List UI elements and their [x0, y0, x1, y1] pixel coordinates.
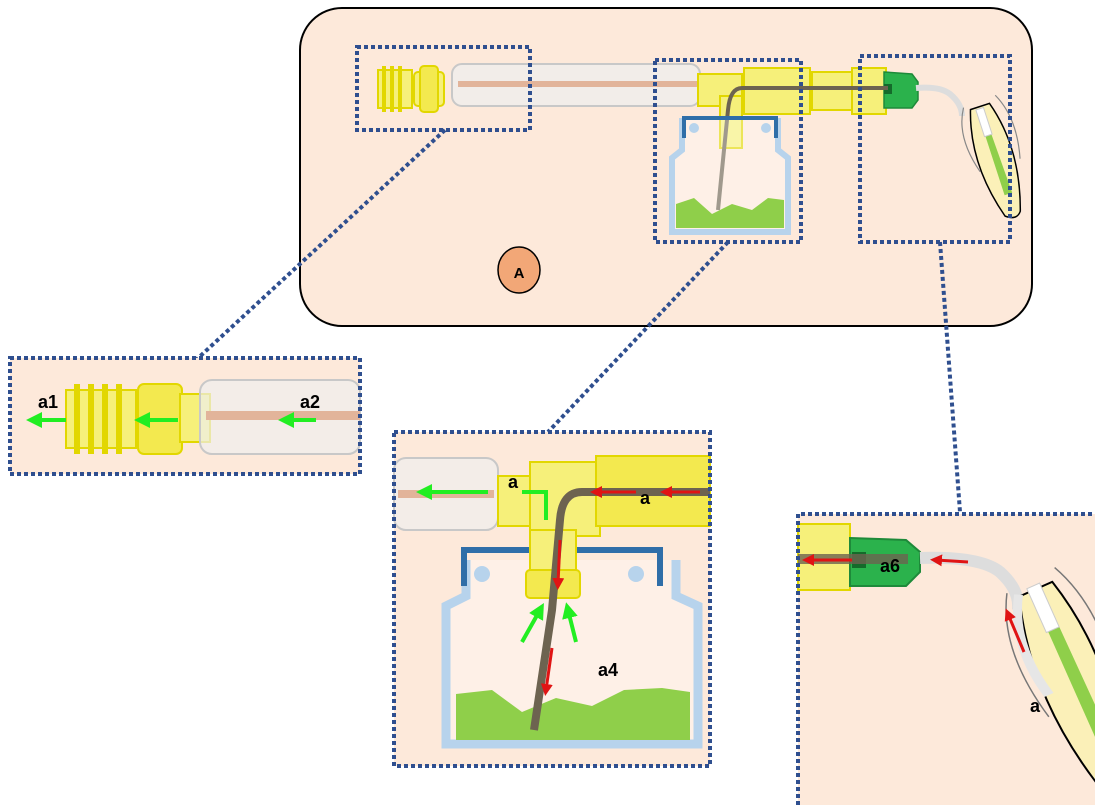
left-fitting [377, 65, 445, 113]
detail-panel-1: a1 a2 [8, 356, 362, 476]
svg-text:A: A [514, 265, 525, 282]
detail-box-left [355, 45, 532, 132]
svg-text:a1: a1 [38, 392, 58, 412]
collection-vessel [669, 116, 791, 235]
file-wire [716, 86, 888, 211]
svg-text:a4: a4 [598, 660, 618, 680]
svg-text:a: a [508, 472, 519, 492]
svg-text:a: a [640, 488, 651, 508]
main-panel: A [299, 7, 1033, 327]
svg-text:a2: a2 [300, 392, 320, 412]
leader-lines [194, 128, 962, 513]
main-marker: A [497, 246, 541, 294]
tube-to-tooth [915, 84, 965, 117]
svg-text:a: a [1030, 696, 1041, 716]
detail-panel-2: a a a4 [392, 430, 712, 768]
glass-tube [451, 63, 701, 107]
svg-text:a6: a6 [880, 556, 900, 576]
green-cap [883, 71, 919, 109]
detail-panel-3: a6 a [796, 512, 1095, 805]
